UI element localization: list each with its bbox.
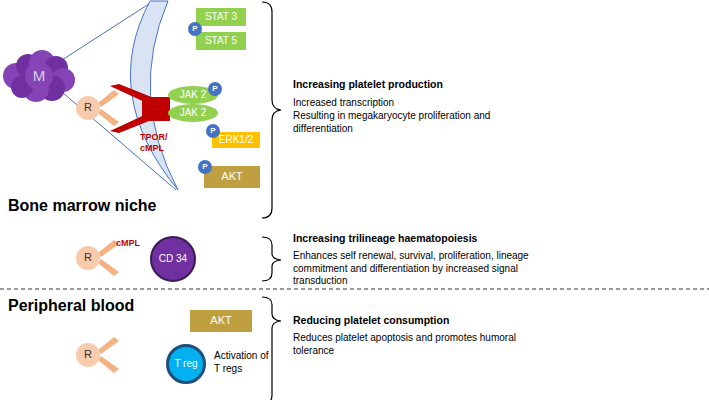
effect-heading: Reducing platelet consumption [293,314,593,327]
node-text: JAK 2 [180,90,207,101]
signal-protein: AKT [204,166,260,188]
cell-annotation: Activation of T regs [214,350,274,375]
signal-protein: AKT [190,310,252,332]
node-text: P [210,127,215,135]
bracket [262,2,281,218]
stem-cell: CD 34 [150,236,196,282]
node-text: JAK 2 [180,108,207,119]
receptor-label: TPOR/ cMPL [140,132,176,155]
node-text: AKT [221,171,242,183]
receptor-label: cMPL [116,238,156,249]
node-text: R [84,349,92,361]
effect-text: Enhances self renewal, survival, prolife… [293,250,563,288]
node-text: M [33,68,46,84]
phosphate-circle: P [188,22,202,36]
effect-heading: Increasing platelet production [293,78,593,91]
separator-line [0,289,709,290]
phosphate-circle: P [208,82,222,96]
effect-text: Resulting in megakaryocyte proliferation… [293,110,528,135]
jak-protein: JAK 2 [168,104,218,122]
effect-heading: Increasing trilineage haematopoiesis [293,232,613,245]
romiplostim-ligand: R [76,96,100,120]
node-text: R [84,102,92,114]
effect-text: Increased transcription [293,97,593,110]
node-text: STAT 5 [205,36,237,47]
bracket [262,237,281,281]
node-text: T reg [174,359,198,370]
zoom-line [62,92,176,190]
ligand-arms [98,90,119,373]
megakaryocyte-cell: M [2,50,76,102]
node-text: R [84,252,92,264]
node-text: P [212,85,217,93]
signal-protein: ERK1/2 [212,132,260,148]
romiplostim-ligand: R [76,343,100,367]
node-text: P [202,163,207,171]
node-text: P [192,25,197,33]
signal-protein: STAT 3 [196,8,246,26]
phosphate-circle: P [198,160,212,174]
region-title: Bone marrow niche [8,196,208,216]
treg-cell: T reg [166,344,206,384]
node-text: STAT 3 [205,12,237,23]
node-text: AKT [210,315,231,327]
signal-protein: STAT 5 [196,32,246,50]
romiplostim-ligand: R [76,246,100,270]
node-text: ERK1/2 [219,135,253,146]
receptor-body [142,97,170,121]
bracket [262,297,281,400]
phosphate-circle: P [206,124,220,138]
effect-text: Reduces platelet apoptosis and promotes … [293,332,528,357]
node-text: CD 34 [159,254,187,265]
region-title: Peripheral blood [8,296,208,316]
